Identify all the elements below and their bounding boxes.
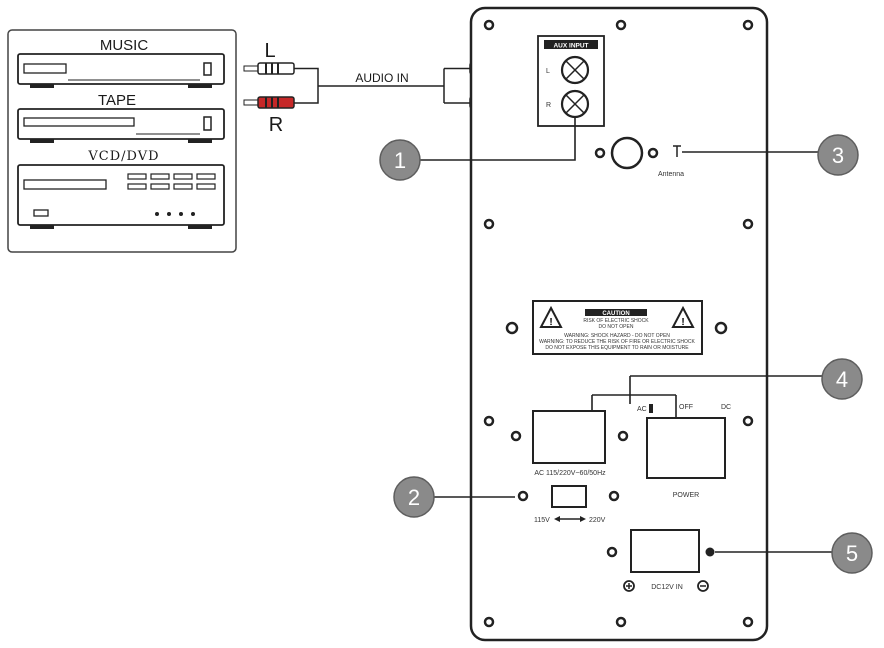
warning-triangle-right-icon — [671, 305, 695, 328]
caution-sub2: DO NOT OPEN — [599, 324, 634, 330]
callout-2: 2 — [393, 476, 435, 518]
caution-label: ! ! CAUTION RISK OF ELECTRIC SHOCK DO NO… — [505, 300, 728, 355]
off-label: OFF — [679, 404, 693, 411]
music-label: MUSIC — [100, 37, 149, 54]
cable-wire — [294, 67, 470, 104]
caution-sub1: RISK OF ELECTRIC SHOCK — [583, 318, 649, 324]
voltage-220-label: 220V — [589, 517, 606, 524]
warning-line2: WARNING: TO REDUCE THE RISK OF FIRE OR E… — [539, 339, 695, 345]
aux-r-label: R — [546, 102, 551, 109]
svg-text:!: ! — [681, 317, 684, 328]
audio-in-label: AUDIO IN — [355, 71, 408, 85]
vcd-dvd-label: VCD/DVD — [87, 149, 159, 164]
svg-text:1: 1 — [394, 148, 406, 173]
rca-plug-left-white — [243, 62, 295, 75]
ac-rating-label: AC 115/220V~60/50Hz — [534, 470, 606, 477]
callout-3: 3 — [817, 134, 859, 176]
svg-text:!: ! — [549, 317, 552, 328]
callout-4: 4 — [821, 358, 863, 400]
callout-leaders — [418, 117, 835, 553]
rca-plug-left-red — [243, 96, 295, 109]
panel-screw-holes — [483, 19, 754, 628]
caution-title: CAUTION — [602, 311, 629, 317]
cable-left-l-label: L — [264, 40, 275, 62]
aux-l-label: L — [546, 68, 550, 75]
voltage-115-label: 115V — [534, 517, 550, 524]
svg-text:3: 3 — [832, 143, 844, 168]
vcd-dvd-player-device — [17, 164, 225, 229]
warning-line1: WARNING: SHOCK HAZARD - DO NOT OPEN — [564, 333, 670, 339]
callout-5: 5 — [831, 532, 873, 574]
callout-1: 1 — [379, 139, 421, 181]
warning-line3: DO NOT EXPOSE THIS EQUIPMENT TO RAIN OR … — [545, 345, 689, 351]
tape-label: TAPE — [98, 92, 136, 109]
ac-power-inlet[interactable]: AC 115/220V~60/50Hz — [510, 410, 629, 477]
warning-triangle-left-icon — [539, 305, 563, 328]
power-switch[interactable]: AC OFF DC POWER — [637, 404, 731, 499]
cable-left-r-label: R — [269, 114, 283, 136]
antenna-label: Antenna — [658, 171, 684, 178]
aux-input-label: AUX INPUT — [553, 43, 588, 50]
tape-player-device — [17, 108, 225, 143]
speaker-rear-panel: AUX INPUT L R Antenna ! ! — [469, 6, 769, 642]
source-devices: MUSIC TAPE VCD/DVD — [7, 29, 237, 253]
dc-in-label: DC12V IN — [651, 584, 683, 591]
aux-input-jacks[interactable]: AUX INPUT L R — [537, 35, 605, 127]
antenna-connector[interactable]: Antenna — [594, 136, 684, 178]
power-label: POWER — [673, 492, 699, 499]
svg-text:2: 2 — [408, 485, 420, 510]
ac-label: AC — [637, 406, 647, 413]
dc-label: DC — [721, 404, 731, 411]
music-player-device — [17, 53, 225, 88]
svg-text:4: 4 — [836, 367, 848, 392]
voltage-selector[interactable]: 115V 220V — [517, 485, 620, 524]
svg-text:5: 5 — [846, 541, 858, 566]
dc-input-jack[interactable]: DC12V IN — [606, 529, 715, 592]
